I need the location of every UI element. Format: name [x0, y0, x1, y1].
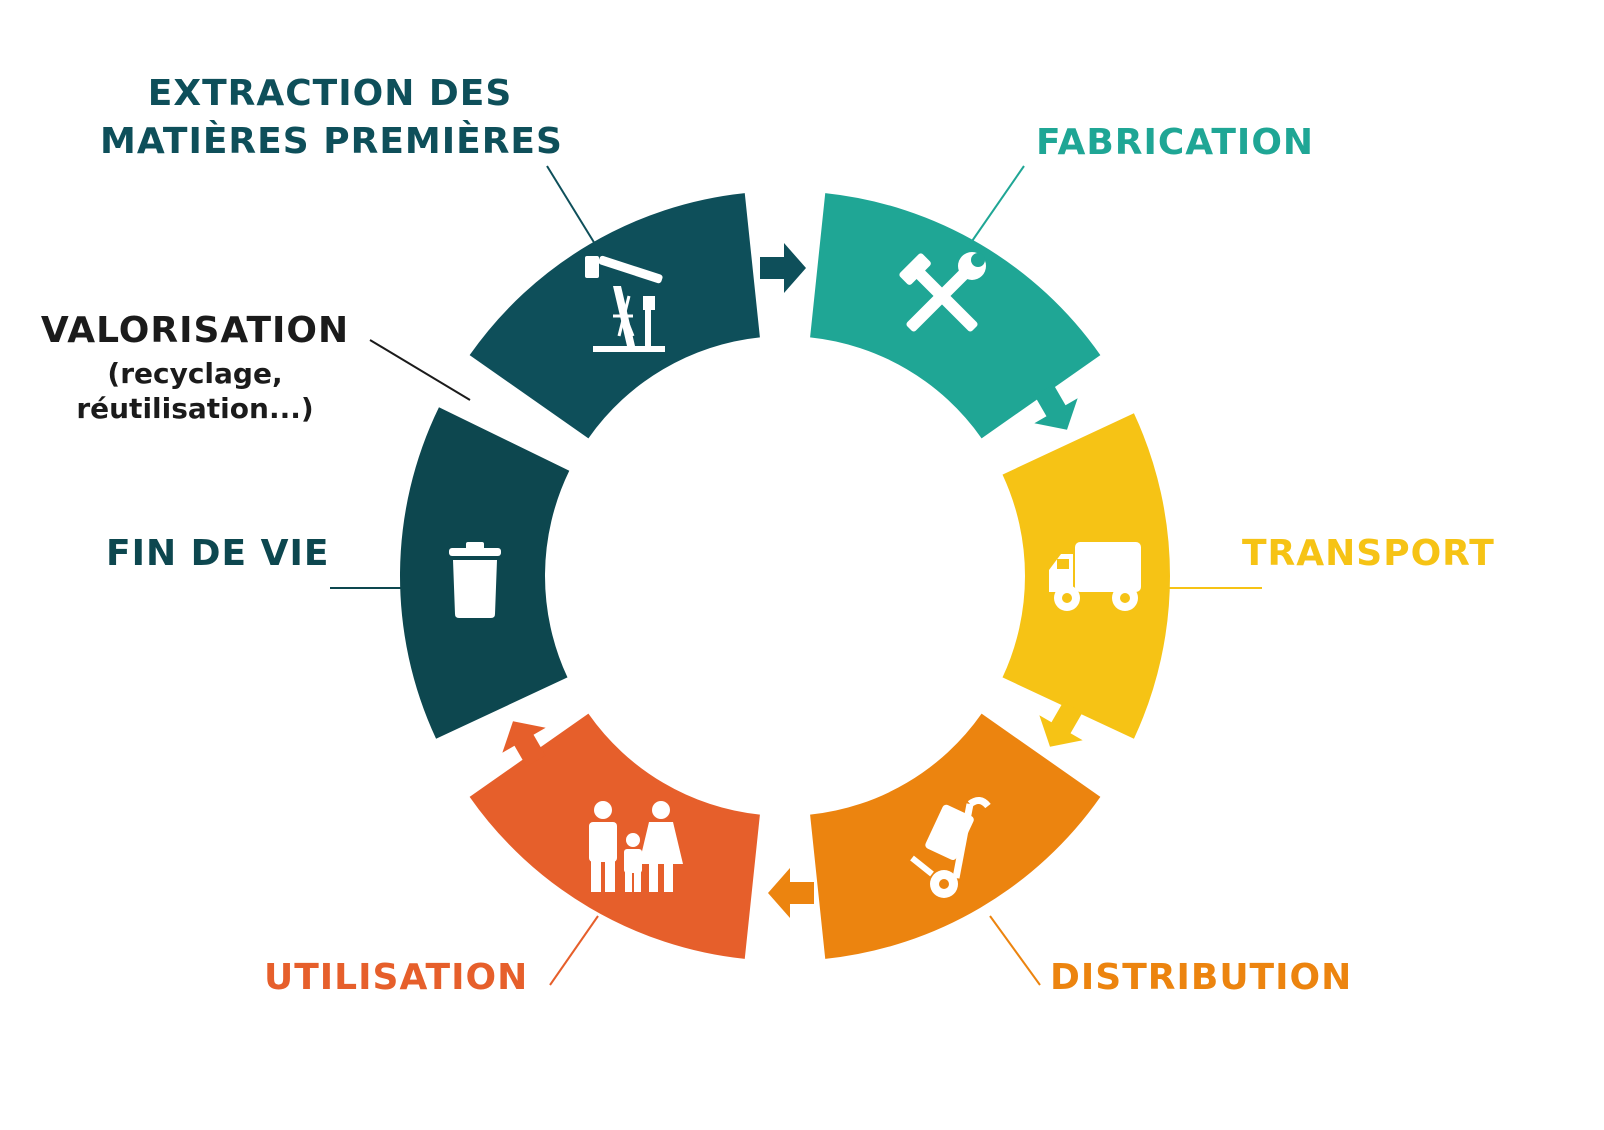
- arrow-transport-to-distribution: [1039, 701, 1083, 747]
- label-transport: TRANSPORT: [1242, 533, 1495, 574]
- family-icon: [589, 801, 683, 892]
- trash-can-icon: [449, 542, 501, 618]
- label-valorisation-title: VALORISATION: [40, 310, 350, 351]
- label-extraction-line1: EXTRACTION DES: [147, 73, 513, 114]
- leader-extraction: [546, 165, 596, 245]
- truck-icon: [1049, 542, 1141, 611]
- leader-distribution: [989, 915, 1041, 986]
- arrow-fabrication-to-transport: [1034, 384, 1078, 430]
- arrow-extraction-to-fabrication: [760, 243, 806, 293]
- tools-icon: [899, 252, 986, 332]
- label-fin-de-vie: FIN DE VIE: [106, 533, 330, 574]
- leader-lines: [330, 165, 1262, 986]
- arrow-utilisation-to-fin-de-vie: [502, 721, 546, 767]
- leader-utilisation: [549, 915, 599, 986]
- label-valorisation-sub2: réutilisation...): [76, 392, 314, 425]
- label-valorisation: VALORISATION (recyclage, réutilisation..…: [30, 310, 360, 425]
- label-utilisation: UTILISATION: [264, 957, 529, 998]
- label-extraction-line2: MATIÈRES PREMIÈRES: [100, 121, 563, 162]
- flow-arrows: [502, 243, 1083, 918]
- leader-fabrication: [969, 165, 1025, 245]
- label-fabrication: FABRICATION: [1036, 122, 1315, 163]
- label-distribution: DISTRIBUTION: [1050, 957, 1353, 998]
- oil-pump-icon: [585, 255, 665, 352]
- label-valorisation-sub1: (recyclage,: [107, 357, 283, 390]
- hand-truck-icon: [910, 797, 991, 898]
- label-extraction: EXTRACTION DES MATIÈRES PREMIÈRES: [100, 70, 563, 166]
- arrow-distribution-to-utilisation: [768, 868, 814, 918]
- leader-valorisation: [369, 339, 471, 401]
